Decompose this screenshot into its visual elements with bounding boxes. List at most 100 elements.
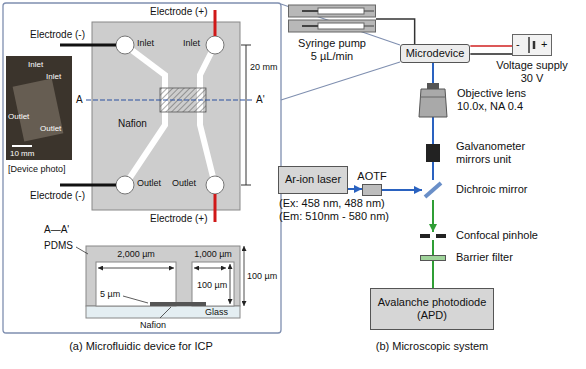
node-label-group: Dichroic mirror: [456, 183, 528, 196]
objective-band: [420, 97, 446, 98]
beam-path: [433, 162, 434, 180]
pinhole-plate: [420, 234, 430, 238]
mirror-plate: [425, 183, 441, 197]
chip-top-view: [116, 36, 134, 54]
aotf-box: AOTF: [362, 184, 382, 196]
port-label: Outlet: [137, 178, 161, 188]
polarity-sign: -: [516, 38, 520, 51]
pump-body: [289, 20, 376, 32]
leader-line: [76, 247, 171, 318]
device-photo: [6, 56, 72, 160]
port-label: Inlet: [137, 38, 154, 48]
cross-section: [96, 262, 176, 306]
beam-path: [433, 117, 434, 144]
beam-path-line: [348, 188, 362, 190]
chip-top-view: [92, 22, 240, 210]
node-label-group: Voltage supply30 V: [496, 59, 568, 85]
dimension-line: [241, 45, 251, 46]
electric-wire: [470, 46, 512, 54]
syringe-needle: [364, 11, 374, 12]
scale-label: 10 mm: [10, 149, 34, 158]
node-label: Syringe pump: [298, 37, 366, 50]
syringe-needle: [364, 26, 374, 27]
dimension-label: 20 mm: [250, 62, 278, 72]
syringe-pump: Syringe pump5 µL/min: [288, 4, 376, 34]
photo-label: Outlet: [40, 124, 61, 133]
node-text: Avalanche photodiode (APD): [376, 296, 488, 322]
photo-caption: [Device photo]: [8, 164, 66, 174]
emission-path-line: [432, 261, 434, 288]
node-label: Dichroic mirror: [456, 183, 528, 196]
material-label: Glass: [205, 307, 228, 317]
emission-path-line: [432, 240, 434, 255]
dimension-line: [241, 185, 251, 186]
syringe-barrel: [318, 8, 364, 14]
node-label: Galvanometer mirrors unit: [456, 140, 540, 166]
material-label: Nafion: [140, 320, 166, 330]
confocal-pinhole: Confocal pinhole: [420, 232, 446, 240]
objective-body: [419, 89, 447, 117]
node-label: Objective lens: [457, 87, 526, 100]
electrode-wire: [60, 44, 116, 47]
device-photo: [13, 78, 64, 141]
emission-path-line: [432, 200, 434, 232]
beam-path: [433, 63, 434, 83]
pinhole-plate: [436, 234, 446, 238]
beam-path-line: [432, 63, 434, 83]
objective-lens: Objective lens10.0x, NA 0.4: [415, 83, 451, 117]
node-label: (Ex: 458 nm, 488 nm): [279, 197, 389, 210]
cross-section: [86, 306, 240, 318]
battery-case: [513, 35, 552, 56]
dimension-line: [246, 45, 247, 185]
node-text: Microdevice: [406, 47, 465, 60]
dimension-label: 5 µm: [100, 289, 120, 299]
node-label: Voltage supply: [496, 59, 568, 72]
section-mark: A: [76, 94, 83, 106]
electrode-label: Electrode (-): [30, 29, 85, 41]
dimension-arrow: [98, 246, 244, 306]
node-label: 5 µL/min: [298, 50, 366, 63]
dimension-line: [241, 45, 251, 185]
syringe-plunger: [302, 25, 318, 27]
node-text: Ar-ion laser: [285, 173, 341, 186]
filter-symbol: [420, 255, 446, 261]
syringe-barrel: [318, 23, 364, 29]
microdevice-box: Microdevice: [400, 44, 471, 63]
node-label-group: AOTF: [357, 170, 386, 183]
objective-tip: [427, 83, 439, 89]
dimension-arrow: [194, 268, 226, 269]
objective-symbol: [415, 83, 451, 117]
battery-plate: [533, 41, 536, 49]
photo-label: Outlet: [8, 112, 29, 121]
emission-path: [433, 200, 434, 232]
chip-top-view: [206, 36, 224, 54]
node-label: AOTF: [357, 170, 386, 183]
dimension-label: 2,000 µm: [117, 249, 155, 259]
laser-box: Ar-ion laser(Ex: 458 nm, 488 nm)(Em: 510…: [278, 166, 348, 194]
polarity-sign: +: [541, 38, 547, 51]
electrode-label: Electrode (+): [150, 6, 208, 18]
section-title: A—A': [44, 224, 69, 236]
node-label-group: (Ex: 458 nm, 488 nm)(Em: 510nm - 580 nm): [279, 197, 389, 223]
electrode-label: Electrode (+): [150, 213, 208, 225]
cross-section: [86, 246, 240, 318]
node-label-group: Syringe pump5 µL/min: [298, 37, 366, 63]
filter-plate: [421, 256, 446, 261]
device-photo: [12, 145, 32, 147]
cross-section: [150, 302, 206, 306]
node-label: 30 V: [496, 72, 568, 85]
dimension-label: 1,000 µm: [194, 249, 232, 259]
battery-plate: [528, 37, 530, 53]
node-label-group: Objective lens10.0x, NA 0.4: [457, 87, 526, 113]
leader-line: [123, 296, 148, 303]
pump-body: [289, 5, 376, 17]
panel-frame: [3, 3, 281, 333]
electrode-wire: [214, 194, 217, 222]
dimension-label: 100 µm: [197, 280, 227, 290]
panel-caption: (b) Microscopic system: [376, 340, 488, 353]
chip-top-view: [200, 45, 215, 185]
emission-path: [433, 261, 434, 288]
material-label: PDMS: [44, 240, 73, 252]
dichroic-mirror: Dichroic mirror: [422, 180, 444, 200]
dimension-arrow: [244, 246, 245, 306]
